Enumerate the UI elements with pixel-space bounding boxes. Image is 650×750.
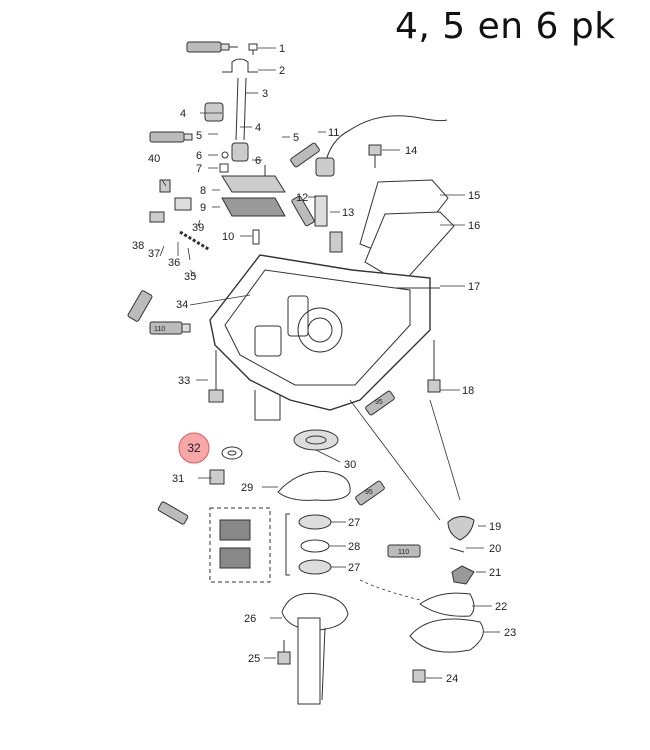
part-label-13: 13: [342, 207, 354, 219]
gasket-part-29[interactable]: [277, 470, 351, 501]
plate-part-8[interactable]: [221, 175, 286, 193]
part-label-27a: 27: [348, 517, 360, 529]
part-label-23: 23: [504, 627, 516, 639]
highlight-marker-part-32[interactable]: [178, 432, 210, 464]
part-label-12: 12: [296, 192, 308, 204]
cap-part-4-left[interactable]: [204, 102, 224, 122]
part-label-39: 39: [192, 222, 204, 234]
oring-part-28[interactable]: [300, 539, 330, 553]
grease-code-110-mid: 110: [154, 326, 165, 333]
pin-part-20[interactable]: [449, 547, 465, 553]
highlighted-part-label: 32: [187, 441, 201, 455]
part-13[interactable]: [329, 231, 343, 253]
part-label-21: 21: [489, 567, 501, 579]
clamp-part-2[interactable]: [222, 58, 258, 73]
gasket-part-22[interactable]: [419, 592, 475, 617]
part-label-5b: 5: [293, 132, 299, 144]
hose-part-3[interactable]: [235, 77, 247, 141]
screw-part-24[interactable]: [412, 669, 426, 683]
part-label-8: 8: [200, 185, 206, 197]
part-label-7: 7: [196, 163, 202, 175]
part-label-4a: 4: [180, 108, 186, 120]
part-label-25: 25: [248, 653, 260, 665]
part-label-1: 1: [279, 43, 285, 55]
housing-leg: [254, 390, 281, 421]
grease-code-110-pump: 110: [398, 549, 409, 556]
part-label-5a: 5: [196, 130, 202, 142]
washer-part-32[interactable]: [221, 446, 243, 460]
cable-part-11[interactable]: [324, 115, 448, 166]
cap-part-4-right[interactable]: [231, 142, 249, 162]
part-label-36: 36: [168, 257, 180, 269]
cover-part-23[interactable]: [409, 618, 484, 653]
part-label-20: 20: [489, 543, 501, 555]
grease-tube-95-mid: [355, 480, 385, 506]
grease-tube-110-mid: [149, 321, 191, 335]
part-label-33: 33: [178, 375, 190, 387]
grease-tube-5-left: [149, 131, 193, 143]
bolt-part-14[interactable]: [368, 144, 382, 168]
part-label-30: 30: [344, 459, 356, 471]
grease-tube-95-right: [365, 390, 395, 416]
part-label-9: 9: [200, 202, 206, 214]
screw-part-7[interactable]: [219, 163, 229, 173]
spring-part-39[interactable]: [179, 230, 211, 252]
housing-main[interactable]: [209, 254, 431, 411]
screw-part-31[interactable]: [209, 469, 225, 485]
part-label-26: 26: [244, 613, 256, 625]
part-label-6b: 6: [255, 155, 261, 167]
part-label-19: 19: [489, 521, 501, 533]
seal-part-27-top[interactable]: [298, 514, 332, 530]
bolt-part-25[interactable]: [277, 640, 291, 665]
part-label-22: 22: [495, 601, 507, 613]
page-title: 4, 5 en 6 pk: [395, 6, 616, 47]
impeller-part-21[interactable]: [451, 565, 475, 585]
gasket-part-16[interactable]: [364, 211, 455, 285]
part-label-27b: 27: [348, 562, 360, 574]
part-label-28: 28: [348, 541, 360, 553]
pin-part-10[interactable]: [252, 229, 260, 245]
part-label-14: 14: [405, 145, 417, 157]
part-label-37: 37: [148, 248, 160, 260]
bracket-part-40[interactable]: [174, 197, 192, 211]
bolt-part-18[interactable]: [427, 340, 441, 393]
grease-tube-top: [186, 41, 238, 53]
seal-part-27-bottom[interactable]: [298, 559, 332, 575]
leader-lines: [159, 47, 500, 679]
plug-part-38[interactable]: [149, 211, 165, 223]
washer-part-6[interactable]: [221, 151, 229, 159]
part-label-17: 17: [468, 281, 480, 293]
grease-tube-95-left: [157, 501, 189, 525]
grease-code-95-right: 95: [375, 399, 383, 406]
part-label-15: 15: [468, 190, 480, 202]
part-label-29: 29: [241, 482, 253, 494]
part-label-2: 2: [279, 65, 285, 77]
part-label-6a: 6: [196, 150, 202, 162]
part-label-10: 10: [222, 231, 234, 243]
grease-tube-110-pump: [387, 544, 421, 558]
grease-tube-110-left: [127, 290, 153, 322]
part-label-24: 24: [446, 673, 458, 685]
part-label-35: 35: [184, 271, 196, 283]
part-label-40: 40: [148, 153, 160, 165]
part-12[interactable]: [314, 195, 328, 227]
impeller-part-19[interactable]: [447, 516, 475, 541]
grease-tube-5-right: [290, 142, 320, 168]
bolt-part-33[interactable]: [208, 350, 224, 403]
grease-code-95-mid: 95: [365, 489, 373, 496]
part-label-11: 11: [328, 127, 339, 139]
part-label-34: 34: [176, 299, 188, 311]
gasket-part-9[interactable]: [221, 197, 286, 217]
part-label-3: 3: [262, 88, 268, 100]
part-label-16: 16: [468, 220, 480, 232]
part-label-4b: 4: [255, 122, 261, 134]
screw-part-1[interactable]: [248, 43, 258, 55]
part-label-18: 18: [462, 385, 474, 397]
part-label-38: 38: [132, 240, 144, 252]
part-label-31: 31: [172, 473, 184, 485]
detail-inset-box: [209, 507, 271, 583]
seal-part-30[interactable]: [293, 429, 339, 451]
